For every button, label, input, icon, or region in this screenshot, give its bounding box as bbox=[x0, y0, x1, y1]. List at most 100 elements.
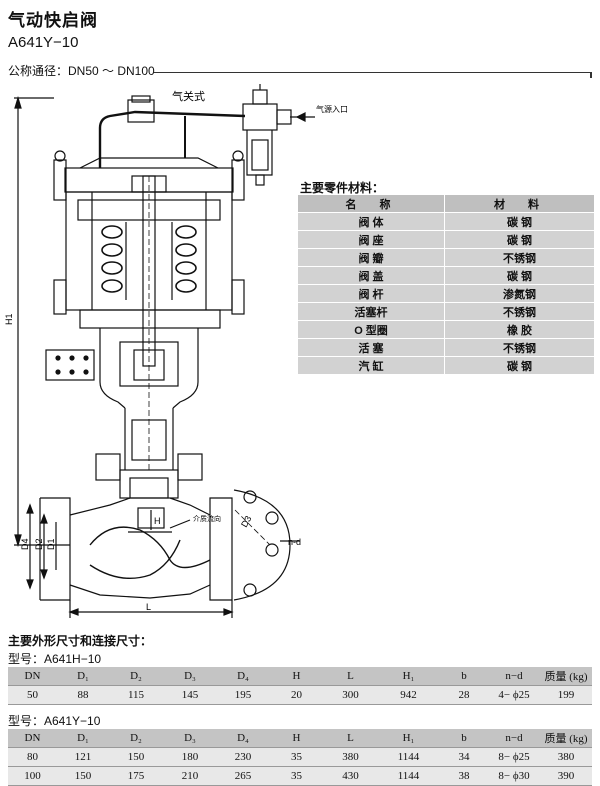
cell: 300 bbox=[324, 685, 377, 705]
nominal-diameter: 公称通径：DN50 ～ DN100 bbox=[8, 64, 155, 78]
label-dim-d4: D4 bbox=[20, 538, 30, 550]
parts-row: O 型圈橡 胶 bbox=[298, 320, 594, 339]
cell: 942 bbox=[377, 685, 440, 705]
part-name: 活塞杆 bbox=[298, 302, 445, 321]
table-row: 80 121 150 180 230 35 380 1144 34 8− ϕ25… bbox=[8, 747, 592, 767]
cell: 28 bbox=[440, 685, 488, 705]
part-material: 不锈钢 bbox=[444, 302, 594, 321]
part-material: 不锈钢 bbox=[444, 338, 594, 357]
header-rule bbox=[154, 72, 592, 73]
cell: 180 bbox=[163, 747, 217, 767]
dims-header-l: L bbox=[324, 729, 377, 748]
table-row: 50 88 115 145 195 20 300 942 28 4− ϕ25 1… bbox=[8, 685, 592, 705]
parts-row: 阀 体碳 钢 bbox=[298, 212, 594, 231]
cell: 8− ϕ25 bbox=[488, 747, 540, 767]
cell: 195 bbox=[217, 685, 269, 705]
cell: 1144 bbox=[377, 747, 440, 767]
label-dim-nd: n-d bbox=[288, 537, 301, 547]
dims-header-dn: DN bbox=[8, 729, 57, 748]
cell: 430 bbox=[324, 766, 377, 786]
cell: 265 bbox=[217, 766, 269, 786]
dims-header-d3: D₃ bbox=[163, 729, 217, 748]
dims-header-mass: 质量 (kg) bbox=[540, 729, 592, 748]
cell: 230 bbox=[217, 747, 269, 767]
valve-drawing: 气关式 气源入口 介质流向 H1 D4 D2 D1 D3 L H n-d bbox=[4, 84, 348, 618]
label-dim-d3: D3 bbox=[239, 514, 253, 529]
part-name: 活 塞 bbox=[298, 338, 445, 357]
dims-header-l: L bbox=[324, 667, 377, 686]
dims-header-mass: 质量 (kg) bbox=[540, 667, 592, 686]
page-title: 气动快启阀 bbox=[8, 11, 98, 30]
cell: 199 bbox=[540, 685, 592, 705]
part-material: 橡 胶 bbox=[444, 320, 594, 339]
model-h-label: 型号：A641H−10 bbox=[8, 652, 102, 666]
parts-row: 阀 座碳 钢 bbox=[298, 230, 594, 249]
part-material: 渗氮钢 bbox=[444, 284, 594, 303]
cell: 150 bbox=[57, 766, 109, 786]
dims-header-d4: D₄ bbox=[217, 667, 269, 686]
model-number: A641Y−10 bbox=[8, 34, 79, 51]
dims-header-d1: D₁ bbox=[57, 729, 109, 748]
cell: 150 bbox=[109, 747, 163, 767]
parts-row: 阀 杆渗氮钢 bbox=[298, 284, 594, 303]
dims-header-d1: D₁ bbox=[57, 667, 109, 686]
parts-header-name: 名 称 bbox=[298, 195, 445, 213]
label-dim-h: H bbox=[154, 516, 161, 526]
part-name: 汽 缸 bbox=[298, 356, 445, 375]
cell: 35 bbox=[269, 747, 324, 767]
header-rule-tick bbox=[590, 72, 592, 78]
part-material: 碳 钢 bbox=[444, 266, 594, 285]
cell: 390 bbox=[540, 766, 592, 786]
cell: 88 bbox=[57, 685, 109, 705]
label-dim-h1: H1 bbox=[4, 313, 14, 325]
cell: 34 bbox=[440, 747, 488, 767]
table-row: 100 150 175 210 265 35 430 1144 38 8− ϕ3… bbox=[8, 766, 592, 786]
dims-header-row: DN D₁ D₂ D₃ D₄ H L H₁ b n−d 质量 (kg) bbox=[8, 729, 592, 748]
dims-header-d2: D₂ bbox=[109, 667, 163, 686]
parts-title: 主要零件材料： bbox=[300, 181, 385, 195]
cell: 1144 bbox=[377, 766, 440, 786]
label-air-close: 气关式 bbox=[172, 89, 205, 103]
parts-table: 名 称 材 料 阀 体碳 钢 阀 座碳 钢 阀 瓣不锈钢 阀 盖碳 钢 阀 杆渗… bbox=[298, 195, 594, 375]
dims-header-nd: n−d bbox=[488, 667, 540, 686]
part-name: 阀 瓣 bbox=[298, 248, 445, 267]
parts-header-row: 名 称 材 料 bbox=[298, 195, 594, 213]
cell: 20 bbox=[269, 685, 324, 705]
cell: 121 bbox=[57, 747, 109, 767]
model-y-label: 型号：A641Y−10 bbox=[8, 714, 101, 728]
parts-row: 阀 盖碳 钢 bbox=[298, 266, 594, 285]
dims-header-h1: H₁ bbox=[377, 667, 440, 686]
cell: 115 bbox=[109, 685, 163, 705]
cell: 35 bbox=[269, 766, 324, 786]
parts-header-material: 材 料 bbox=[444, 195, 594, 213]
parts-row: 活塞杆不锈钢 bbox=[298, 302, 594, 321]
cell: 175 bbox=[109, 766, 163, 786]
cell: 380 bbox=[324, 747, 377, 767]
label-dim-l: L bbox=[146, 602, 151, 612]
cell: 145 bbox=[163, 685, 217, 705]
part-material: 不锈钢 bbox=[444, 248, 594, 267]
cell: 80 bbox=[8, 747, 57, 767]
dimensions-table-h: DN D₁ D₂ D₃ D₄ H L H₁ b n−d 质量 (kg) 50 8… bbox=[8, 667, 592, 705]
dimensions-table-y: DN D₁ D₂ D₃ D₄ H L H₁ b n−d 质量 (kg) 80 1… bbox=[8, 729, 592, 786]
dims-header-row: DN D₁ D₂ D₃ D₄ H L H₁ b n−d 质量 (kg) bbox=[8, 667, 592, 686]
cell: 8− ϕ30 bbox=[488, 766, 540, 786]
part-material: 碳 钢 bbox=[444, 230, 594, 249]
cell: 210 bbox=[163, 766, 217, 786]
dims-header-h: H bbox=[269, 667, 324, 686]
cell: 100 bbox=[8, 766, 57, 786]
part-name: 阀 杆 bbox=[298, 284, 445, 303]
cell: 4− ϕ25 bbox=[488, 685, 540, 705]
part-name: 阀 盖 bbox=[298, 266, 445, 285]
part-material: 碳 钢 bbox=[444, 356, 594, 375]
dims-header-b: b bbox=[440, 667, 488, 686]
label-dim-d2: D2 bbox=[34, 538, 44, 550]
dimensions-title: 主要外形尺寸和连接尺寸： bbox=[8, 634, 153, 648]
cell: 380 bbox=[540, 747, 592, 767]
label-dim-d1: D1 bbox=[46, 538, 56, 550]
part-material: 碳 钢 bbox=[444, 212, 594, 231]
part-name: O 型圈 bbox=[298, 320, 445, 339]
parts-row: 阀 瓣不锈钢 bbox=[298, 248, 594, 267]
dims-header-d2: D₂ bbox=[109, 729, 163, 748]
dims-header-dn: DN bbox=[8, 667, 57, 686]
